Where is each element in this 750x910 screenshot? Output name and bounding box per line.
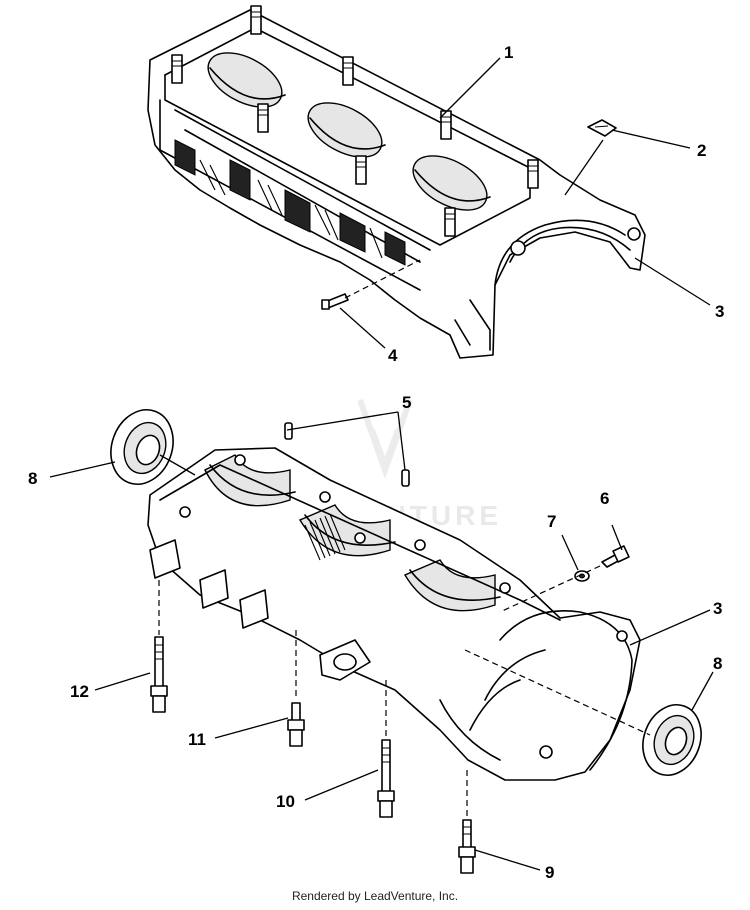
callout-7: 7 [547, 512, 556, 531]
part-12-bolt [150, 636, 168, 713]
part-6-bolt [601, 545, 630, 568]
callout-8-right: 8 [713, 654, 722, 673]
lower-crankcase [147, 422, 641, 781]
callout-3-upper: 3 [715, 302, 724, 321]
leader-lines [49, 57, 714, 871]
part-10-bolt [377, 739, 395, 818]
part-11-bolt [287, 702, 305, 747]
callout-1: 1 [504, 43, 513, 62]
upper-crankcase [147, 5, 646, 359]
callout-4: 4 [388, 346, 398, 365]
callout-10: 10 [276, 792, 295, 811]
callout-3-lower: 3 [713, 599, 722, 618]
part-2-tab [587, 119, 617, 137]
callout-5: 5 [402, 393, 411, 412]
callout-6: 6 [600, 489, 609, 508]
part-9-bolt [458, 819, 476, 874]
part-4-pin [321, 293, 349, 310]
callout-11: 11 [188, 730, 206, 749]
studs [171, 5, 539, 237]
callout-12: 12 [70, 682, 89, 701]
callout-2: 2 [697, 141, 706, 160]
part-8-seal-right [642, 704, 702, 776]
callout-8-left: 8 [28, 469, 37, 488]
part-8-seal-left [110, 409, 174, 485]
callout-9: 9 [545, 863, 554, 882]
callout-labels: 1 2 3 4 5 6 7 8 3 8 9 10 11 12 [28, 43, 724, 882]
footer-credit: Rendered by LeadVenture, Inc. [291, 889, 459, 903]
